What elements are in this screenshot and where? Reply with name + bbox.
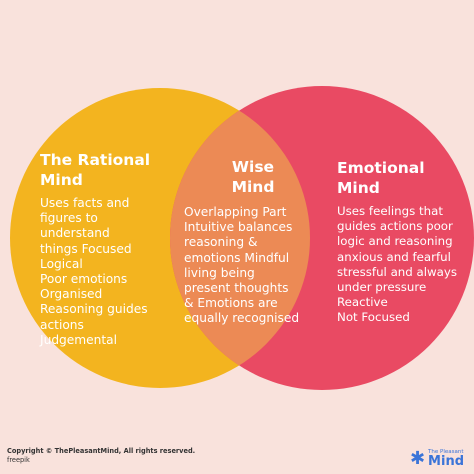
emotional-mind-description: Uses feelings that guides actions poor l… <box>337 204 458 325</box>
emotional-mind-section: Emotional Mind Uses feelings that guides… <box>337 158 469 326</box>
rational-mind-description: Uses facts and figures to understand thi… <box>40 196 148 347</box>
image-credit: freepik <box>7 456 30 464</box>
logo-big-text: Mind <box>428 454 464 469</box>
wise-mind-title: Wise Mind <box>231 158 275 196</box>
wise-mind-section: Wise Mind Overlapping Part Intuitive bal… <box>178 157 328 327</box>
overlap-region <box>170 88 310 388</box>
copyright-notice: Copyright © ThePleasantMind, All rights … <box>7 447 195 465</box>
star-icon: ✱ <box>409 447 426 469</box>
emotional-mind-title: Emotional Mind <box>337 159 425 197</box>
rational-mind-title: The Rational Mind <box>40 151 151 189</box>
logo-small-text: The Pleasant <box>428 448 464 455</box>
rational-mind-section: The Rational Mind Uses facts and figures… <box>40 150 180 348</box>
copyright-text: Copyright © ThePleasantMind, All rights … <box>7 447 196 455</box>
brand-logo: ✱ The Pleasant Mind <box>409 447 464 469</box>
wise-mind-description: Overlapping Part Intuitive balances reas… <box>184 205 300 326</box>
